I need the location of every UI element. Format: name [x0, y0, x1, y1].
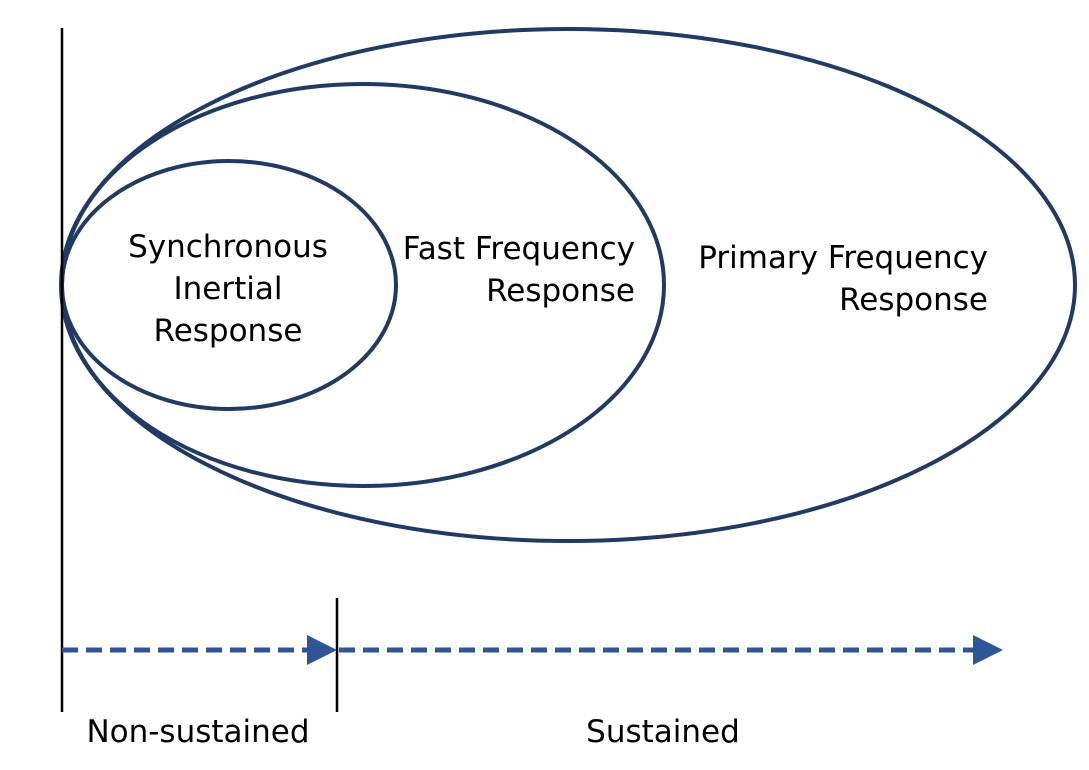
non-sustained-label: Non-sustained: [86, 714, 309, 750]
middle-label-line-2: Response: [486, 273, 635, 309]
inner-label-line-3: Response: [154, 313, 303, 349]
middle-label-line-1: Fast Frequency: [403, 231, 635, 267]
outer-label-line-2: Response: [839, 282, 988, 318]
sustained-label: Sustained: [586, 714, 740, 750]
inner-label-line-1: Synchronous: [128, 229, 328, 265]
inner-label-line-2: Inertial: [174, 271, 283, 307]
outer-label-line-1: Primary Frequency: [698, 240, 988, 276]
